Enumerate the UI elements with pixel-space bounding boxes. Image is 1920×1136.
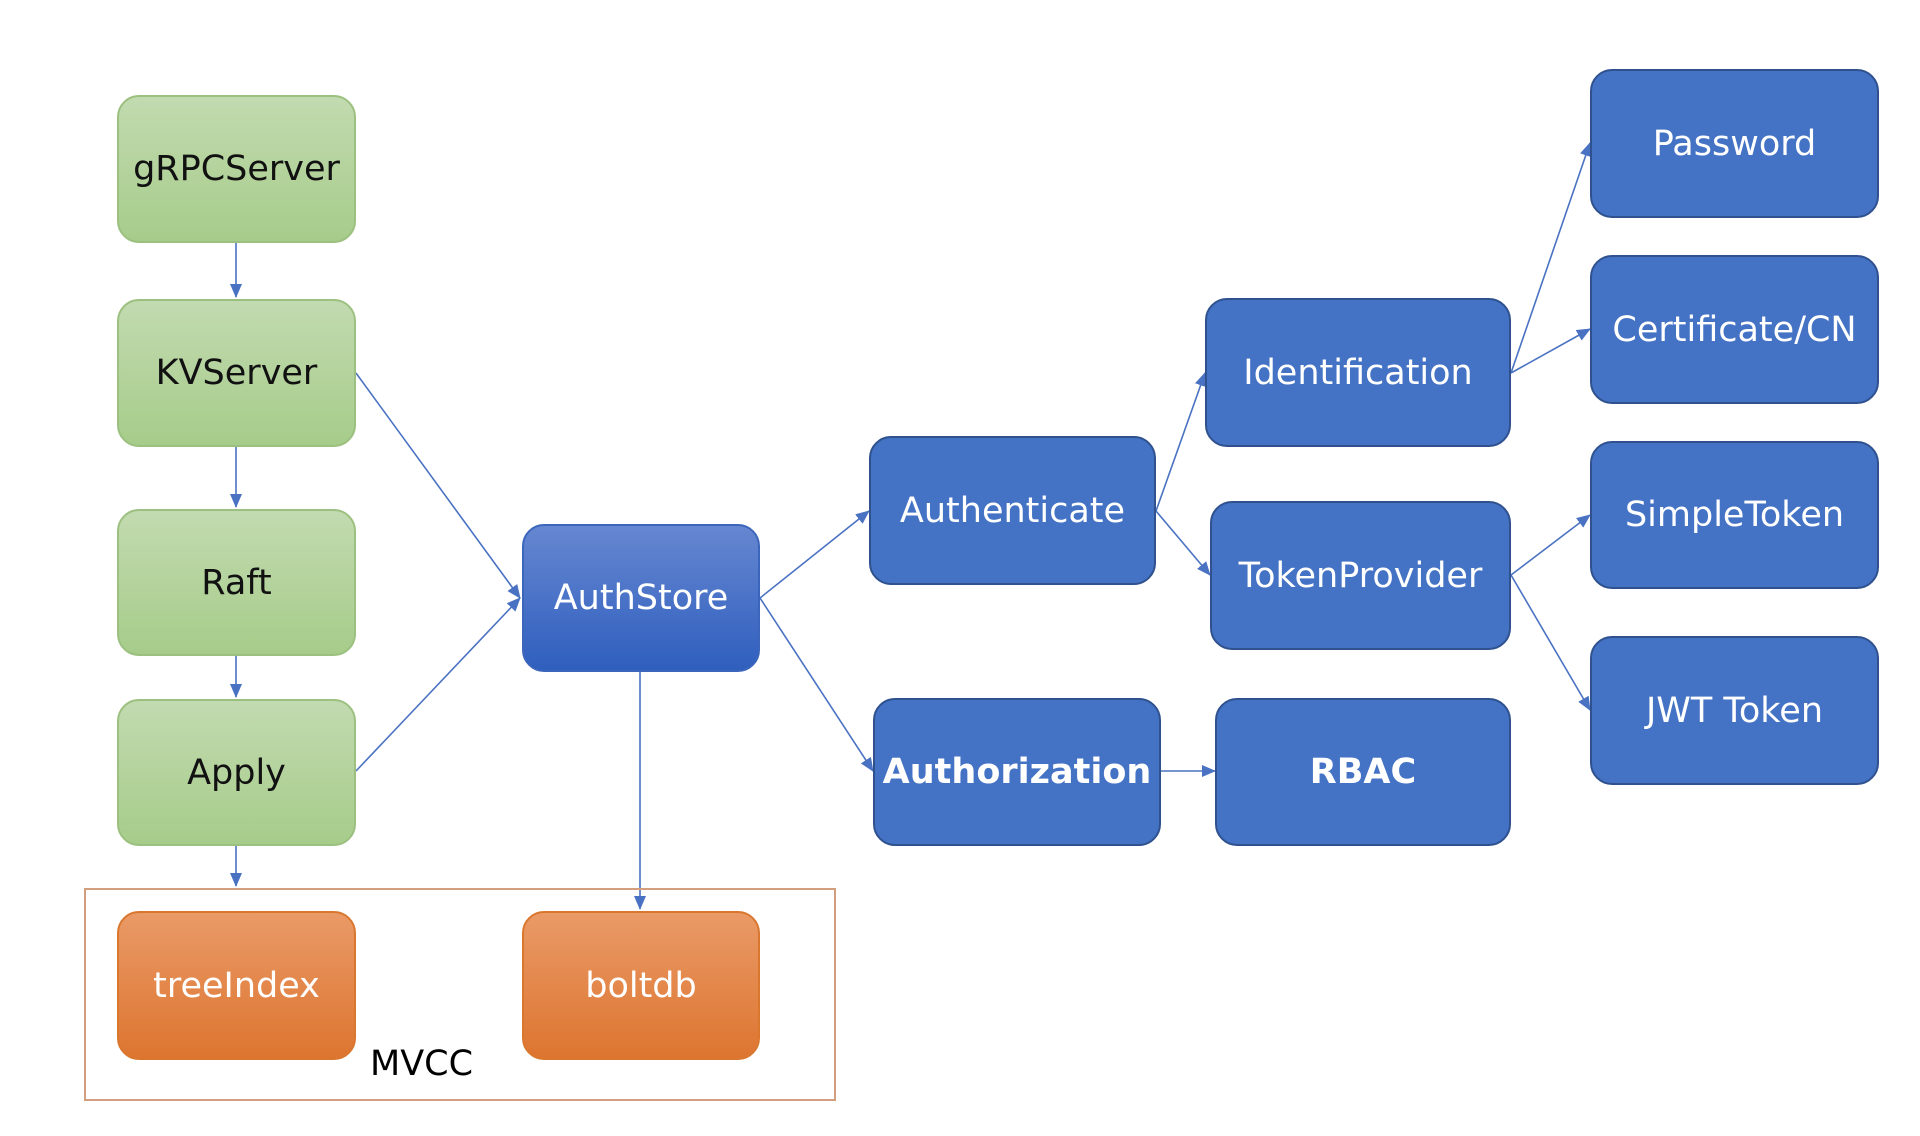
node-identification: Identification bbox=[1205, 298, 1511, 447]
edge-tokenprovider-jwttoken bbox=[1510, 574, 1591, 711]
mvcc-label: MVCC bbox=[370, 1044, 474, 1084]
edge-authenticate-tokenprovider bbox=[1155, 510, 1211, 576]
edge-apply-authstore bbox=[355, 597, 521, 772]
mvcc-group bbox=[84, 888, 836, 1101]
node-jwttoken: JWT Token bbox=[1590, 636, 1879, 785]
node-boltdb: boltdb bbox=[522, 911, 760, 1060]
edge-identification-certificate bbox=[1510, 328, 1591, 374]
edge-authenticate-identification bbox=[1155, 372, 1207, 512]
node-treeindex: treeIndex bbox=[117, 911, 356, 1060]
node-authstore: AuthStore bbox=[522, 524, 760, 672]
node-raft: Raft bbox=[117, 509, 356, 656]
node-simpletoken: SimpleToken bbox=[1590, 441, 1879, 589]
node-authorization: Authorization bbox=[873, 698, 1161, 846]
node-apply: Apply bbox=[117, 699, 356, 846]
edge-kvserver-authstore bbox=[355, 372, 521, 599]
edge-tokenprovider-simpletoken bbox=[1510, 514, 1591, 576]
node-password: Password bbox=[1590, 69, 1879, 218]
edge-authstore-authenticate bbox=[759, 510, 870, 599]
edge-identification-password bbox=[1510, 142, 1592, 374]
edge-authstore-authorization bbox=[759, 597, 874, 772]
node-certificate: Certificate/CN bbox=[1590, 255, 1879, 404]
node-grpcserver: gRPCServer bbox=[117, 95, 356, 243]
node-tokenprovider: TokenProvider bbox=[1210, 501, 1511, 650]
node-kvserver: KVServer bbox=[117, 299, 356, 447]
node-rbac: RBAC bbox=[1215, 698, 1511, 846]
node-authenticate: Authenticate bbox=[869, 436, 1156, 585]
